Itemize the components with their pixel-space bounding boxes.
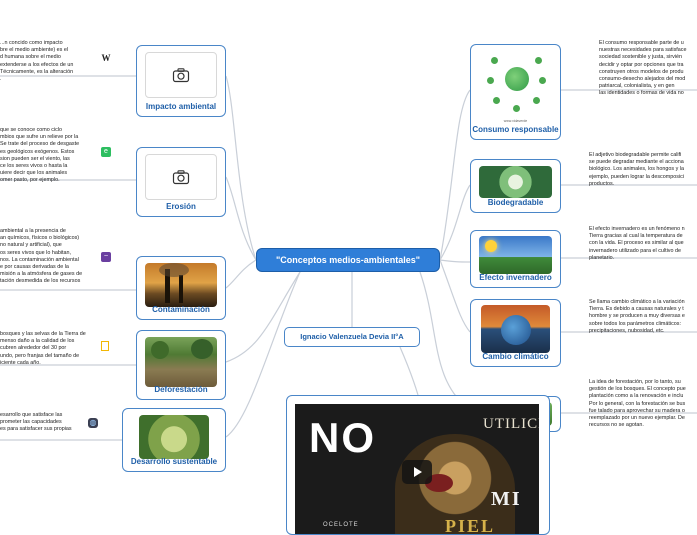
sustainable-image (139, 415, 209, 459)
chart-icon[interactable]: ~ (101, 252, 111, 262)
video-footer: OCELOTE (323, 522, 359, 528)
topic-label: Impacto ambiental (145, 102, 217, 111)
note-biodegradable: El adjetivo biodegradable permite califi… (589, 152, 684, 187)
wikipedia-icon[interactable]: W (101, 53, 111, 63)
note-consumo-responsable: El consumo responsable parte de u nuestr… (599, 40, 687, 97)
topic-label: Deforestación (154, 385, 208, 394)
video-title-left: NO (309, 414, 376, 461)
image-placeholder (145, 52, 217, 98)
author-topic[interactable]: Ignacio Valenzuela Devia II°A (284, 327, 420, 347)
note-cambio-climatico: Se llama cambio climático a la variación… (589, 299, 685, 334)
topic-label: Erosión (166, 202, 196, 211)
connector-lines (0, 75, 697, 441)
central-topic[interactable]: "Conceptos medios-ambientales" (256, 248, 440, 272)
note-deforestacion: bosques y las selvas de la Tierra de men… (0, 331, 86, 366)
topic-label: Consumo responsable (472, 125, 559, 134)
topic-contaminacion[interactable]: Contaminación (136, 256, 226, 320)
greenhouse-image (479, 236, 552, 274)
climate-change-image (481, 305, 550, 353)
evernote-icon[interactable]: e (101, 147, 111, 157)
note-efecto-invernadero: El efecto invernadero es un fenómeno n T… (589, 226, 685, 261)
note-icon[interactable] (101, 341, 109, 351)
topic-efecto-invernadero[interactable]: Efecto invernadero (470, 230, 561, 288)
pollution-image (145, 263, 217, 307)
topic-label: Efecto invernadero (479, 273, 552, 282)
note-impacto-ambiental: ...n concido como impacto bre el medio a… (0, 40, 74, 82)
note-desarrollo-sustentable: esarrollo que satisface las prometer las… (0, 412, 72, 433)
deforestation-image (145, 337, 217, 387)
video-word-bottom: PIEL (445, 516, 496, 534)
topic-biodegradable[interactable]: Biodegradable (470, 159, 561, 213)
thumb-caption: www.vidaverde (503, 119, 528, 123)
video-thumbnail[interactable]: NO UTILICES MI PIEL OCELOTE (295, 404, 539, 534)
image-placeholder (145, 154, 217, 200)
topic-label: Contaminación (152, 305, 210, 314)
topic-desarrollo-sustentable[interactable]: Desarrollo sustentable (122, 408, 226, 472)
topic-consumo-responsable[interactable]: www.vidaverde Consumo responsable (470, 44, 561, 140)
camera-icon (172, 170, 190, 185)
topic-label: Biodegradable (487, 198, 544, 207)
note-erosion: que se conoce como ciclo mbios que sufre… (0, 127, 80, 184)
note-forestacion: La idea de forestación, por lo tanto, su… (589, 379, 686, 429)
biodegradable-image (479, 166, 552, 198)
play-icon[interactable] (402, 460, 432, 484)
video-word-mid: MI (491, 488, 522, 510)
video-title-right: UTILICES (483, 416, 539, 432)
video-card[interactable]: NO UTILICES MI PIEL OCELOTE (286, 395, 550, 535)
topic-erosion[interactable]: Erosión (136, 147, 226, 217)
globe-icon[interactable]: ◍ (88, 418, 98, 428)
topic-label: Desarrollo sustentable (130, 457, 218, 466)
topic-impacto-ambiental[interactable]: Impacto ambiental (136, 45, 226, 117)
topic-label: Cambio climático (482, 352, 549, 361)
topic-cambio-climatico[interactable]: Cambio climático (470, 299, 561, 367)
consumo-image: www.vidaverde (485, 51, 546, 123)
note-contaminacion: ambiental a la presencia de an químicos,… (0, 228, 83, 285)
topic-deforestacion[interactable]: Deforestación (136, 330, 226, 400)
camera-icon (172, 68, 190, 83)
